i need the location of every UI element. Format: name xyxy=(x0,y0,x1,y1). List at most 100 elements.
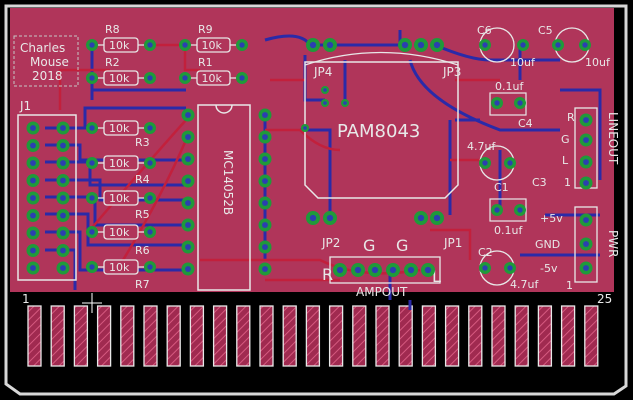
j1-header[interactable]: J1 xyxy=(17,99,77,281)
pad xyxy=(144,226,156,238)
pad xyxy=(368,263,382,277)
pad xyxy=(579,237,593,251)
pad xyxy=(430,211,444,225)
edge-finger xyxy=(398,305,413,367)
pad xyxy=(258,240,272,254)
capacitor-c6[interactable]: C6 10uf xyxy=(477,24,536,69)
jp3-label: JP3 xyxy=(442,65,461,79)
pad xyxy=(181,262,195,276)
pad xyxy=(56,209,70,222)
pad xyxy=(56,121,70,135)
edge-finger xyxy=(421,305,437,367)
c6-ref: C6 xyxy=(477,24,492,37)
pad xyxy=(301,124,309,132)
resistor-group: 10kR810kR210kR910kR110kR310kR410kR510kR6… xyxy=(86,23,248,291)
pad xyxy=(144,192,156,204)
pad xyxy=(333,263,347,277)
pad xyxy=(258,130,272,144)
resistor-ref: R4 xyxy=(135,173,150,186)
pad xyxy=(181,240,195,254)
resistor-ref: R9 xyxy=(198,23,213,36)
lineout-connector[interactable]: R G L 1 LINEOUT xyxy=(561,107,620,189)
pad xyxy=(26,174,40,187)
pad xyxy=(579,176,593,190)
edge-finger xyxy=(27,305,42,367)
pad xyxy=(306,38,320,52)
pad xyxy=(341,99,349,107)
c5-ref: C5 xyxy=(538,24,553,37)
pad xyxy=(86,226,98,238)
c3-ref: C3 xyxy=(532,176,547,189)
edge-finger xyxy=(375,305,390,367)
edge-finger xyxy=(282,305,297,367)
pwr-connector[interactable]: +5v GND -5v 1 PWR xyxy=(535,206,620,292)
pad xyxy=(56,261,70,275)
c2-ref: C2 xyxy=(478,246,493,259)
edge-finger xyxy=(468,305,483,367)
mc14052b-pads xyxy=(181,108,272,276)
pad xyxy=(386,263,400,277)
ampout-g1-label: G xyxy=(363,236,375,255)
edge-finger xyxy=(212,305,228,367)
pad xyxy=(398,38,412,52)
pad xyxy=(479,157,491,169)
pad xyxy=(86,122,98,134)
pad xyxy=(579,39,591,51)
pad xyxy=(579,113,593,127)
pam8043-module[interactable]: PAM8043 xyxy=(304,51,459,199)
ampout-connector[interactable]: R G G L AMPOUT xyxy=(322,236,441,299)
jp2-label: JP2 xyxy=(321,236,340,250)
pad xyxy=(552,39,564,51)
edge-finger xyxy=(50,305,65,367)
pad xyxy=(414,211,428,225)
pad xyxy=(56,156,70,170)
pad xyxy=(236,39,248,51)
pad xyxy=(479,39,491,51)
pad xyxy=(56,139,70,152)
edge-pin-last-label: 25 xyxy=(597,292,612,306)
capacitor-c4[interactable]: 0.1uf C4 xyxy=(489,80,533,130)
pad xyxy=(181,174,195,188)
lineout-label: LINEOUT xyxy=(606,112,620,165)
pad xyxy=(26,156,40,170)
capacitor-c1[interactable]: C1 0.1uf xyxy=(489,181,527,237)
resistor-ref: R3 xyxy=(135,136,150,149)
edge-finger xyxy=(328,305,344,367)
j1-label: J1 xyxy=(19,99,31,113)
resistor-ref: R2 xyxy=(105,56,120,69)
pad xyxy=(179,39,191,51)
pad xyxy=(181,196,195,210)
pad xyxy=(517,39,529,51)
edge-finger xyxy=(166,305,181,367)
mc14052b-chip[interactable]: MC14052B xyxy=(197,104,251,291)
resistor-ref: R7 xyxy=(135,278,150,291)
resistor-value: 10k xyxy=(109,72,130,85)
resistor-value: 10k xyxy=(109,122,130,135)
pad xyxy=(579,213,593,227)
pad xyxy=(26,139,40,152)
pad xyxy=(258,218,272,232)
pad xyxy=(479,262,491,274)
pad xyxy=(236,72,248,84)
pad xyxy=(504,157,516,169)
author-line2: Mouse xyxy=(30,55,69,69)
pad xyxy=(144,157,156,169)
c4-value: 0.1uf xyxy=(495,80,524,93)
edge-finger xyxy=(259,305,274,367)
resistor-ref: R8 xyxy=(105,23,120,36)
pad xyxy=(56,191,70,205)
edge-finger xyxy=(491,305,506,367)
pad xyxy=(414,38,428,52)
pad xyxy=(579,261,593,275)
component-pads xyxy=(333,39,593,277)
